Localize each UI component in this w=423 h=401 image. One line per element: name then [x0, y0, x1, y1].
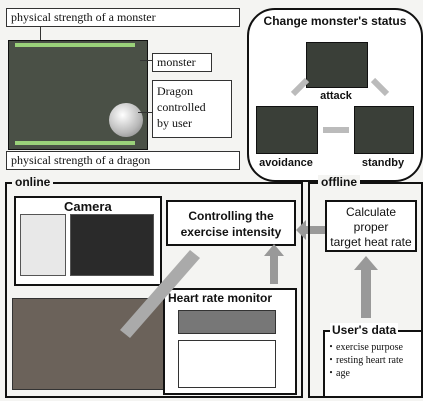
dragon-label-line: Dragon — [157, 84, 193, 98]
user-data-title: User's data — [330, 323, 399, 337]
dragon-health-bar — [15, 141, 135, 145]
arrow-controller-to-game — [120, 250, 200, 338]
online-section — [5, 182, 303, 398]
user-data-list: exercise purpose resting heart rate age — [326, 341, 420, 380]
heart-rate-graph — [178, 340, 276, 388]
arrow-offline-to-controller — [304, 226, 328, 234]
dragon-label-line: controlled — [157, 100, 206, 114]
dragon-strength-label: physical strength of a dragon — [6, 151, 240, 170]
arrow-offline-to-controller-head — [296, 220, 306, 240]
monster-label: monster — [152, 53, 212, 72]
arrow-data-to-calc-head — [354, 256, 378, 270]
controller-line: Controlling the — [188, 209, 274, 223]
dragon-label-line: by user — [157, 116, 192, 130]
avoidance-screenshot — [256, 106, 318, 154]
camera-view-photo — [70, 214, 154, 276]
controller-line: exercise intensity — [180, 225, 282, 239]
connector — [138, 112, 152, 113]
arrow-data-to-calc — [361, 266, 371, 318]
camera-label: Camera — [64, 199, 112, 214]
attack-label: attack — [320, 90, 352, 102]
calc-line: Calculate — [345, 205, 397, 219]
offline-title: offline — [318, 175, 360, 189]
heart-rate-label: Heart rate monitor — [168, 291, 273, 305]
user-data-item: exercise purpose — [326, 341, 420, 354]
attack-screenshot — [306, 42, 368, 88]
game-screenshot — [8, 40, 148, 150]
dragon-label: Dragon controlled by user — [152, 80, 232, 138]
standby-label: standby — [361, 157, 405, 169]
controller-box: Controlling the exercise intensity — [166, 200, 296, 246]
heart-rate-device-photo — [178, 310, 276, 334]
camera-device-photo — [20, 214, 66, 276]
arrow-attack-standby — [370, 77, 390, 97]
connector — [140, 60, 152, 61]
avoidance-label: avoidance — [259, 157, 313, 169]
user-data-item: resting heart rate — [326, 354, 420, 367]
calc-box: Calculate proper target heat rate — [325, 200, 417, 252]
user-data-item: age — [326, 367, 420, 380]
status-arrows — [290, 77, 390, 133]
status-panel-title: Change monster's status — [263, 14, 407, 28]
dragon-sphere — [109, 103, 143, 137]
arrow-attack-avoidance — [290, 77, 310, 97]
arrow-monitor-to-controller-head — [264, 244, 284, 256]
monster-health-bar — [15, 43, 135, 47]
calc-line: target heat rate — [330, 235, 412, 249]
connector — [40, 26, 41, 40]
standby-screenshot — [354, 106, 414, 154]
monster-strength-label: physical strength of a monster — [6, 8, 240, 27]
arrow-monitor-to-controller — [270, 252, 278, 284]
calc-line: proper — [353, 220, 389, 234]
online-title: online — [12, 175, 54, 189]
